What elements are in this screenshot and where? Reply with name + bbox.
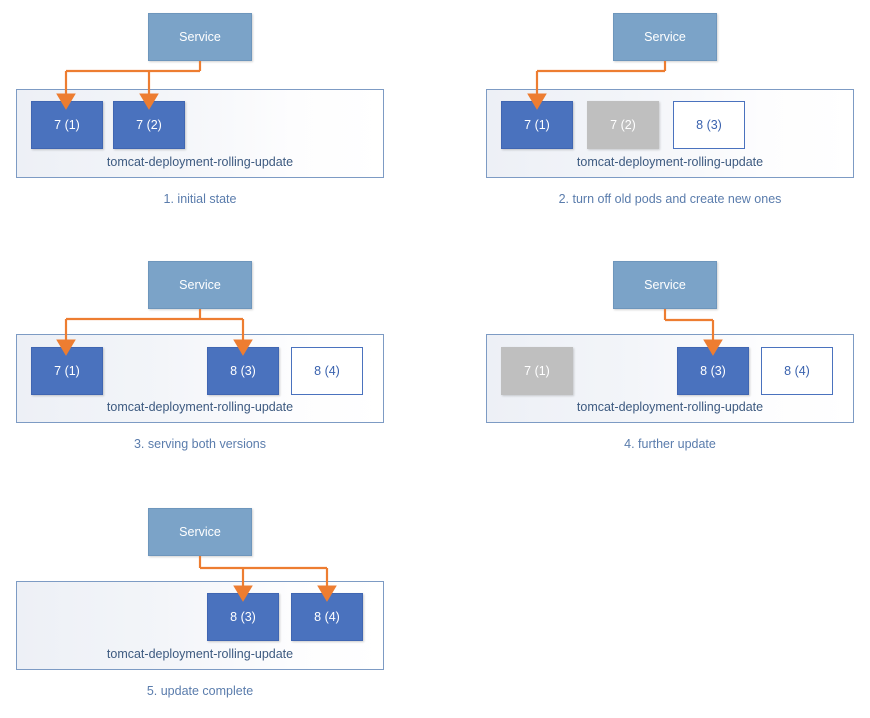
panel-caption: 5. update complete xyxy=(146,684,254,698)
pod-7-1[interactable]: 7 (1) xyxy=(31,347,103,395)
deployment-name-label: tomcat-deployment-rolling-update xyxy=(106,400,294,414)
service-label: Service xyxy=(644,278,686,292)
service-label: Service xyxy=(179,278,221,292)
service-label: Service xyxy=(179,30,221,44)
pod-label: 7 (1) xyxy=(54,118,80,132)
service-box[interactable]: Service xyxy=(613,261,717,309)
pod-8-4[interactable]: 8 (4) xyxy=(291,347,363,395)
pod-label: 7 (2) xyxy=(610,118,636,132)
panel-caption: 3. serving both versions xyxy=(133,437,266,451)
pod-label: 7 (1) xyxy=(54,364,80,378)
pod-7-1[interactable]: 7 (1) xyxy=(501,347,573,395)
panel-caption: 1. initial state xyxy=(163,192,237,206)
deployment-name-label: tomcat-deployment-rolling-update xyxy=(106,155,294,169)
pod-label: 8 (3) xyxy=(700,364,726,378)
deployment-name-label: tomcat-deployment-rolling-update xyxy=(576,400,764,414)
pod-8-3[interactable]: 8 (3) xyxy=(677,347,749,395)
pod-label: 8 (4) xyxy=(314,610,340,624)
deployment-name-label: tomcat-deployment-rolling-update xyxy=(106,647,294,661)
pod-label: 7 (1) xyxy=(524,364,550,378)
pod-7-1[interactable]: 7 (1) xyxy=(31,101,103,149)
pod-8-3[interactable]: 8 (3) xyxy=(207,347,279,395)
pod-8-3[interactable]: 8 (3) xyxy=(673,101,745,149)
service-box[interactable]: Service xyxy=(613,13,717,61)
pod-7-2[interactable]: 7 (2) xyxy=(113,101,185,149)
pod-label: 8 (3) xyxy=(230,610,256,624)
service-label: Service xyxy=(179,525,221,539)
pod-7-2[interactable]: 7 (2) xyxy=(587,101,659,149)
pod-label: 8 (3) xyxy=(696,118,722,132)
deployment-name-label: tomcat-deployment-rolling-update xyxy=(576,155,764,169)
panel-caption: 2. turn off old pods and create new ones xyxy=(558,192,782,206)
pod-label: 7 (1) xyxy=(524,118,550,132)
service-box[interactable]: Service xyxy=(148,13,252,61)
service-label: Service xyxy=(644,30,686,44)
pod-label: 8 (3) xyxy=(230,364,256,378)
pod-label: 8 (4) xyxy=(314,364,340,378)
panel-caption: 4. further update xyxy=(624,437,716,451)
pod-label: 8 (4) xyxy=(784,364,810,378)
service-box[interactable]: Service xyxy=(148,261,252,309)
pod-label: 7 (2) xyxy=(136,118,162,132)
pod-8-4[interactable]: 8 (4) xyxy=(291,593,363,641)
service-box[interactable]: Service xyxy=(148,508,252,556)
pod-7-1[interactable]: 7 (1) xyxy=(501,101,573,149)
pod-8-4[interactable]: 8 (4) xyxy=(761,347,833,395)
pod-8-3[interactable]: 8 (3) xyxy=(207,593,279,641)
